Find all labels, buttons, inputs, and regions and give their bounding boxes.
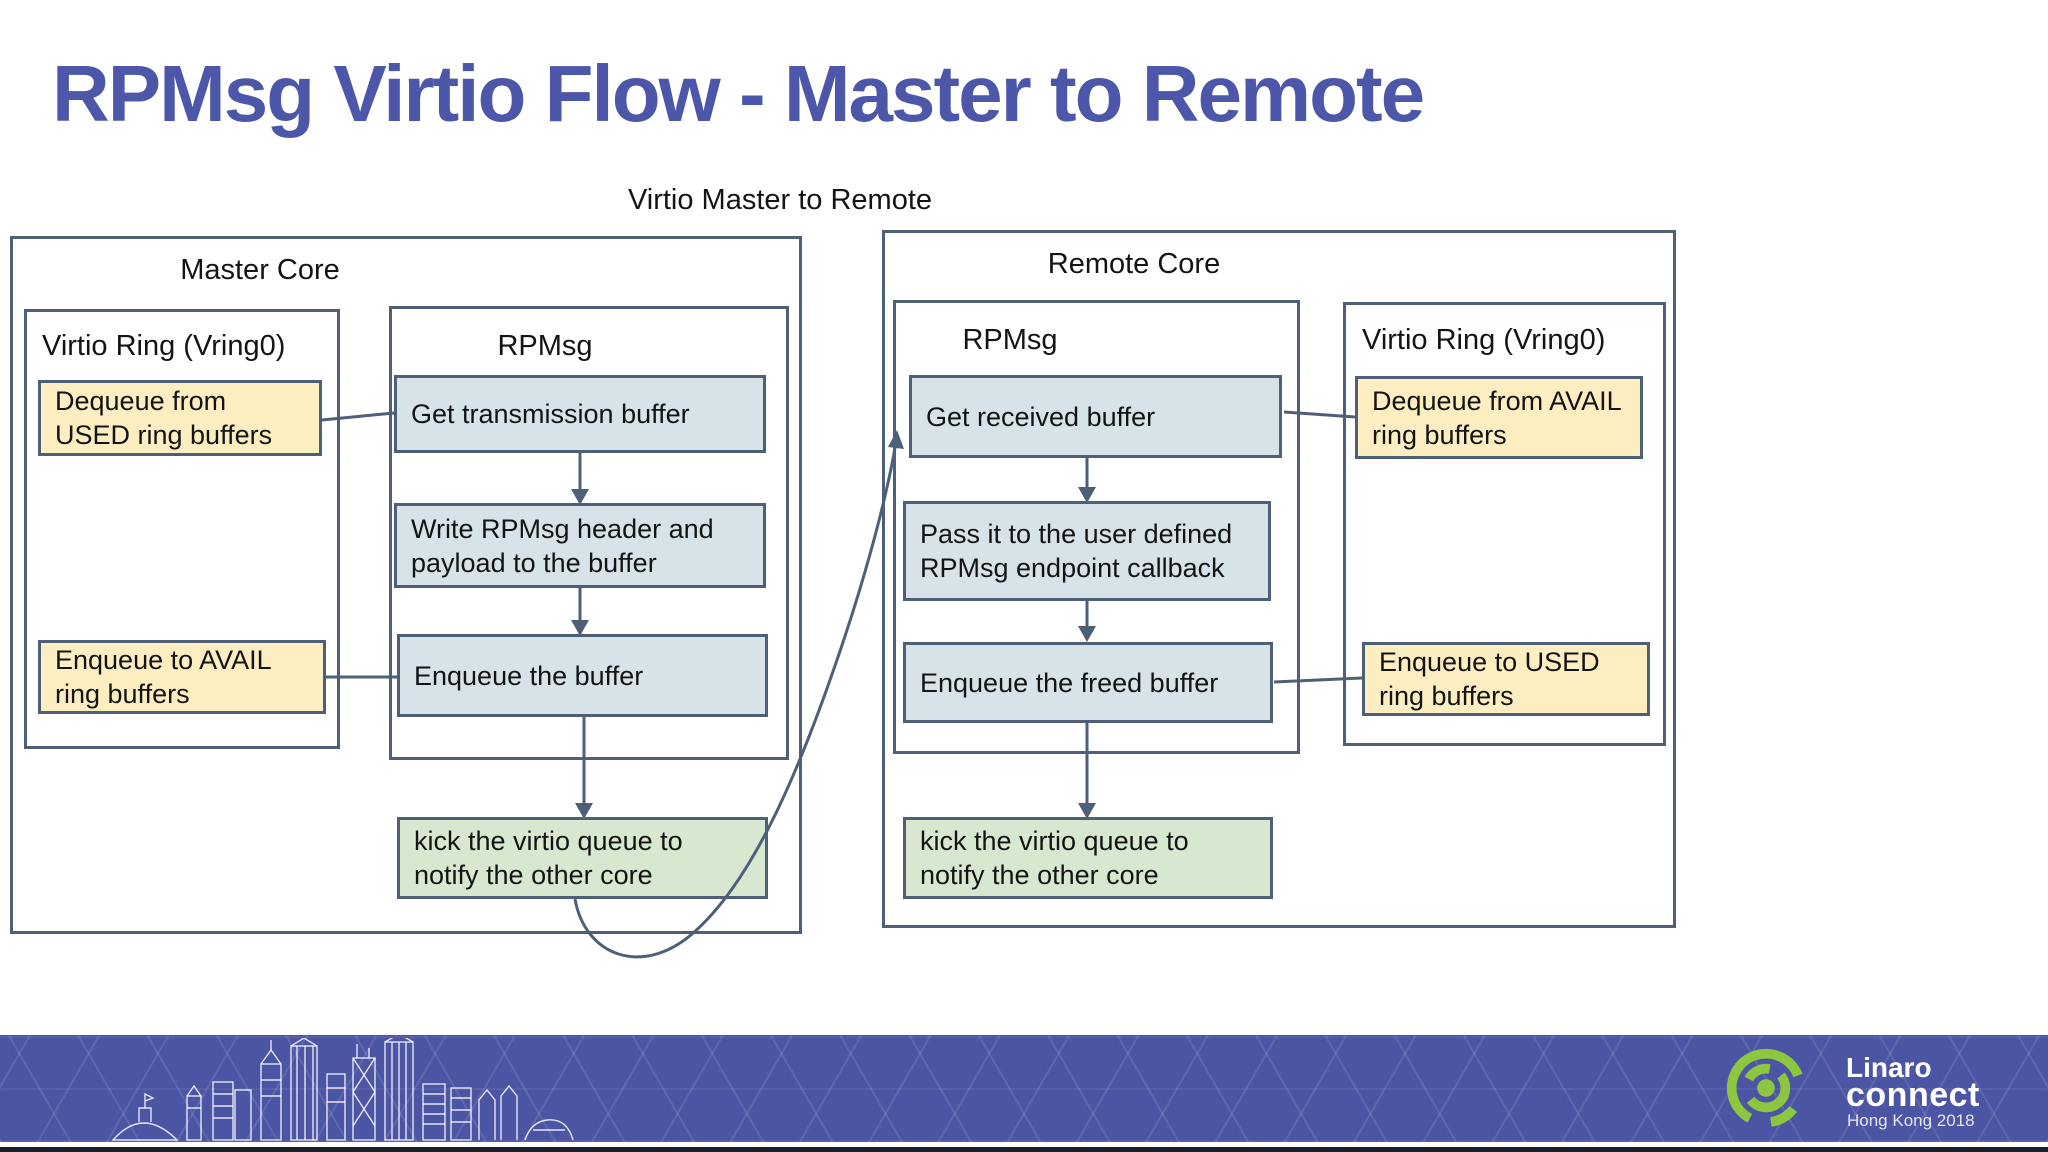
- brand-linaro: Linaro: [1846, 1052, 1932, 1083]
- remote-rpmsg-label: RPMsg: [962, 324, 1058, 356]
- linaro-connect-logo-icon: [1726, 1048, 1806, 1128]
- brand-event: Hong Kong 2018: [1847, 1111, 1975, 1130]
- master-kick-node: kick the virtio queue to notify the othe…: [397, 817, 768, 899]
- remote-vring-label: Virtio Ring (Vring0): [1362, 324, 1606, 356]
- master-step-get-tx-buffer: Get transmission buffer: [394, 375, 766, 453]
- remote-step-get-rx-buffer: Get received buffer: [909, 375, 1282, 458]
- master-enqueue-avail-node: Enqueue to AVAIL ring buffers: [38, 640, 326, 714]
- remote-step-enqueue-freed: Enqueue the freed buffer: [903, 642, 1273, 723]
- brand-connect: connect: [1846, 1076, 1980, 1114]
- footer-bottom-bar: [0, 1147, 2048, 1152]
- master-dequeue-used-node: Dequeue from USED ring buffers: [38, 380, 322, 456]
- master-step-write-header: Write RPMsg header and payload to the bu…: [394, 503, 766, 588]
- master-rpmsg-label: RPMsg: [497, 330, 593, 362]
- remote-dequeue-avail-node: Dequeue from AVAIL ring buffers: [1355, 376, 1643, 459]
- remote-kick-node: kick the virtio queue to notify the othe…: [903, 817, 1273, 899]
- master-core-label: Master Core: [180, 254, 340, 286]
- remote-core-label: Remote Core: [1047, 248, 1221, 280]
- master-vring-label: Virtio Ring (Vring0): [42, 330, 286, 362]
- diagram-title: Virtio Master to Remote: [627, 184, 933, 216]
- remote-step-endpoint-callback: Pass it to the user defined RPMsg endpoi…: [903, 501, 1271, 601]
- footer-divider-line: [0, 1142, 2048, 1147]
- hong-kong-skyline-icon: [111, 1038, 574, 1141]
- footer-banner: [0, 1035, 2048, 1142]
- master-step-enqueue-buffer: Enqueue the buffer: [397, 634, 768, 717]
- page-title: RPMsg Virtio Flow - Master to Remote: [52, 49, 1425, 138]
- remote-enqueue-used-node: Enqueue to USED ring buffers: [1362, 642, 1650, 716]
